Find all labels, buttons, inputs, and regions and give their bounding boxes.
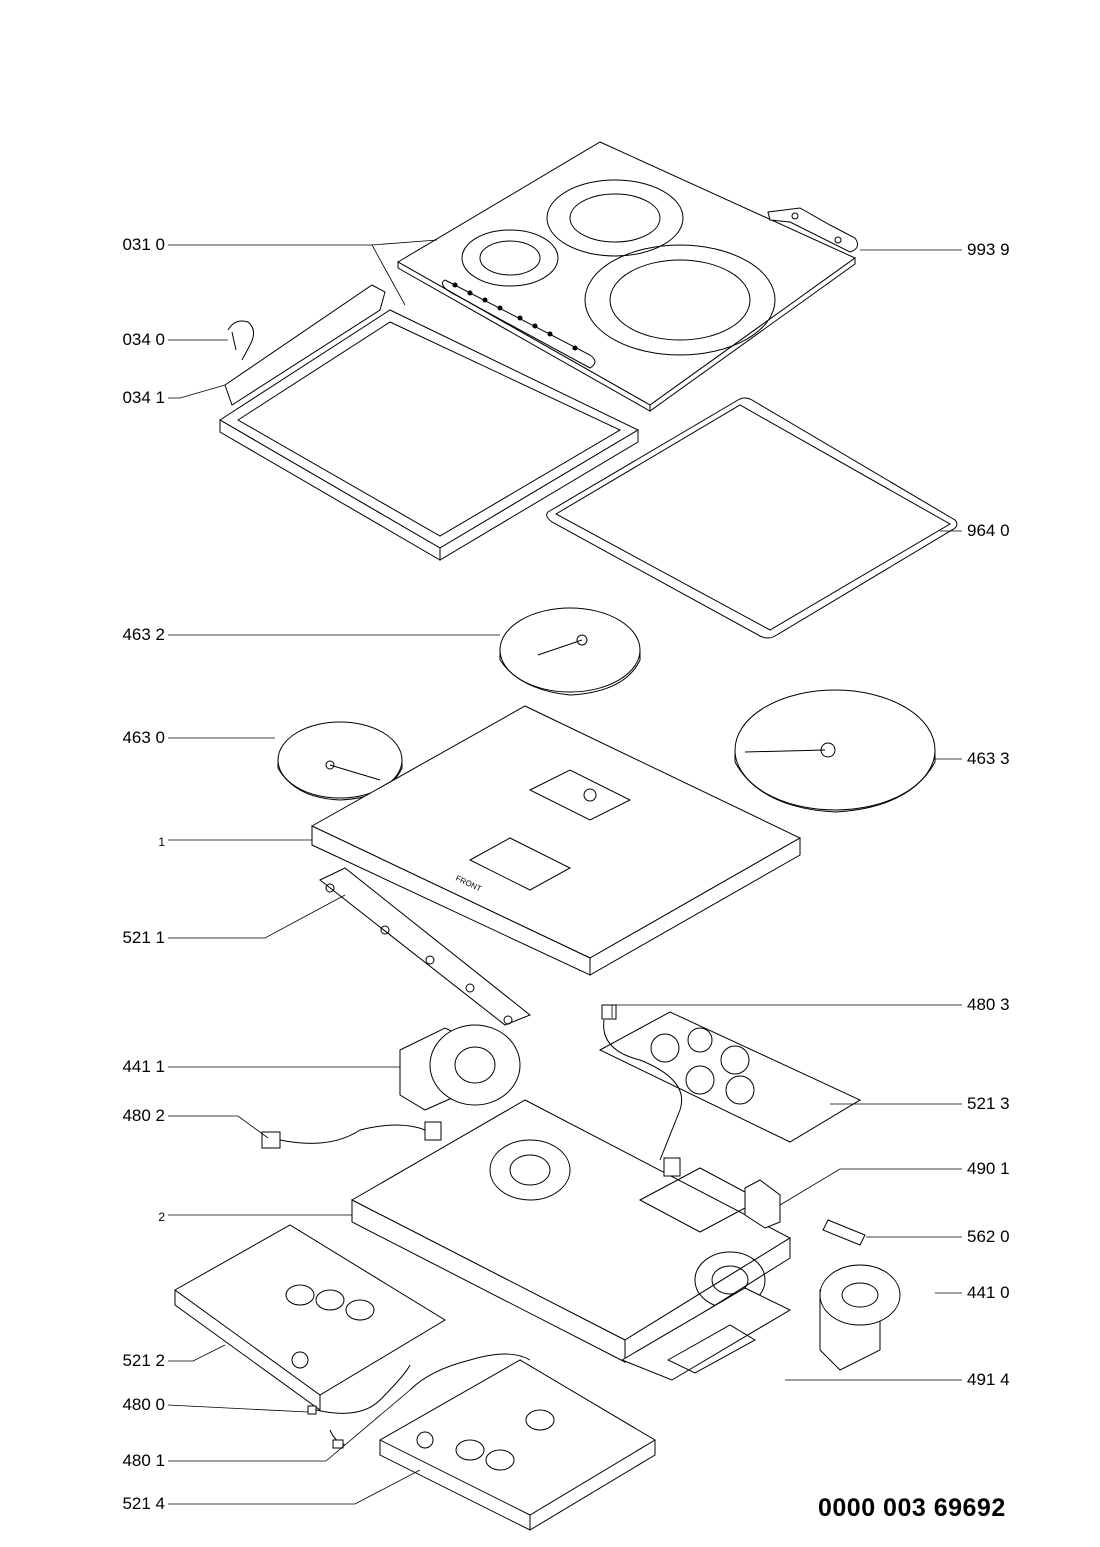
wiring-harness-480-2 [261,1121,442,1149]
fuse [822,1219,866,1246]
part-label-521-4: 521 4 [122,1494,165,1513]
wiring-harness-480-0 [307,1364,411,1449]
part-label-2: 2 [158,1210,165,1224]
power-board-521-2 [174,1224,446,1411]
part-label-521-1: 521 1 [122,928,165,947]
control-board [319,867,531,1026]
wiring-harness-480-1 [409,1353,531,1391]
induction-coil-463-2 [499,607,641,696]
lower-housing [350,1099,792,1363]
insulation-sheet [620,1287,792,1381]
seal-gasket [546,397,958,639]
fixing-bracket [767,207,859,253]
part-label-441-0: 441 0 [967,1283,1010,1302]
power-board-521-4 [378,1359,656,1531]
part-label-480-2: 480 2 [122,1106,165,1125]
glass-cooktop [397,141,856,412]
power-board-521-3 [598,1011,862,1143]
cooktop-frame [219,284,640,561]
part-label-1: 1 [158,835,165,849]
leader-lines [167,239,962,1505]
part-label-521-2: 521 2 [122,1351,165,1370]
induction-coil-463-3 [734,689,936,813]
part-label-034-0: 034 0 [122,330,165,349]
part-label-964-0: 964 0 [967,521,1010,540]
part-label-031-0: 031 0 [122,235,165,254]
cable-holder [744,1179,781,1229]
document-number: 0000 003 69692 [818,1494,1006,1522]
part-label-463-2: 463 2 [122,625,165,644]
part-label-490-1: 490 1 [967,1159,1010,1178]
part-label-480-3: 480 3 [967,995,1010,1014]
part-label-463-0: 463 0 [122,728,165,747]
spring-clip [227,320,254,361]
part-label-491-4: 491 4 [967,1370,1010,1389]
wiring-harness-480-3 [601,1004,682,1177]
part-label-480-0: 480 0 [122,1395,165,1414]
part-label-521-3: 521 3 [967,1094,1010,1113]
part-label-034-1: 034 1 [122,388,165,407]
part-label-463-3: 463 3 [967,749,1010,768]
part-label-480-1: 480 1 [122,1451,165,1470]
part-label-562-0: 562 0 [967,1227,1010,1246]
carrier-plate: FRONT [310,705,802,976]
part-label-993-9: 993 9 [967,240,1010,259]
cooling-fan-441-0 [819,1264,901,1371]
part-label-441-1: 441 1 [122,1057,165,1076]
cooling-fan-441-1 [399,1024,521,1111]
